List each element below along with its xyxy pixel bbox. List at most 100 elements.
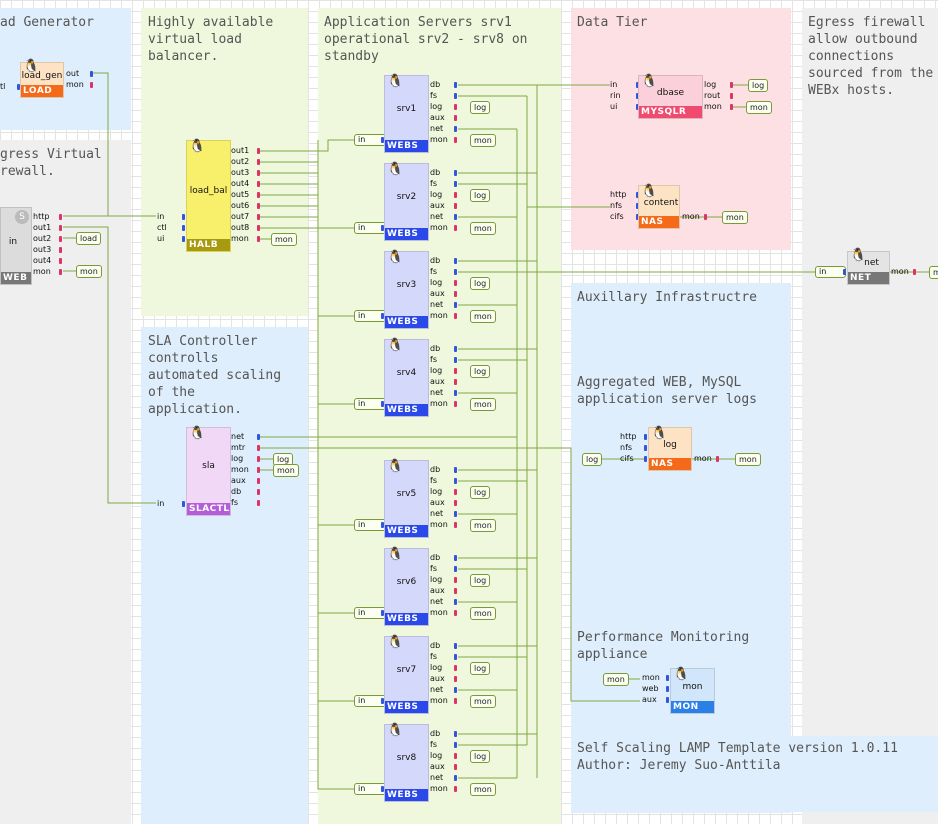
port-out[interactable]: log <box>430 751 443 760</box>
tag-mon[interactable]: mon <box>470 134 496 147</box>
port-in[interactable]: ctl <box>157 223 167 232</box>
port-out[interactable]: aux <box>430 113 445 122</box>
port-out[interactable]: db <box>430 465 441 474</box>
port-out[interactable]: fs <box>430 267 437 276</box>
port-in[interactable]: http <box>620 432 637 441</box>
tag-log[interactable]: log <box>470 574 491 587</box>
tag-log[interactable]: log <box>470 277 491 290</box>
node-sla[interactable]: in 🐧 sla SLACTL net mtr log mon aux db f… <box>153 427 273 516</box>
port-out[interactable]: out1 <box>33 223 52 232</box>
port-out[interactable]: db <box>430 168 441 177</box>
port-in[interactable]: in <box>157 212 165 221</box>
tag-mon[interactable]: mon <box>271 233 297 246</box>
port-out[interactable]: db <box>430 256 441 265</box>
port-out[interactable]: mon <box>430 311 448 320</box>
tag-mon[interactable]: mon <box>470 222 496 235</box>
tag-load[interactable]: load <box>76 232 102 245</box>
tag-mon[interactable]: mon <box>470 783 496 796</box>
port-out[interactable]: net <box>430 685 444 694</box>
node-net[interactable]: in 🐧 net NET mon m <box>815 249 938 285</box>
node-srv8[interactable]: in 🐧 srv8 WEBS db fs log aux net mon log… <box>354 724 496 802</box>
port-in[interactable]: cifs <box>620 454 634 463</box>
node-log[interactable]: http nfs cifs 🐧 log NAS mon <box>618 427 738 471</box>
port-out[interactable]: mon <box>891 267 909 276</box>
port-in[interactable]: in <box>157 499 165 508</box>
tag-mon[interactable]: mon <box>470 310 496 323</box>
port-out[interactable]: out2 <box>33 234 52 243</box>
tag-mon[interactable]: mon <box>273 464 299 477</box>
port-out[interactable]: db <box>430 641 441 650</box>
tag-log[interactable]: log <box>470 486 491 499</box>
tag-mon[interactable]: mon <box>746 101 772 114</box>
port-in[interactable]: cifs <box>610 212 624 221</box>
tag-log[interactable]: log <box>470 365 491 378</box>
port-in[interactable]: rin <box>610 91 621 100</box>
port-out[interactable]: log <box>704 80 717 89</box>
port-out[interactable]: out3 <box>33 245 52 254</box>
port-out[interactable]: aux <box>430 498 445 507</box>
node-srv1[interactable]: in 🐧 srv1 WEBS db fs log aux net mon log… <box>354 75 496 153</box>
tag-mon[interactable]: mon <box>470 398 496 411</box>
port-out[interactable]: mon <box>430 696 448 705</box>
port-out[interactable]: net <box>430 124 444 133</box>
port-out[interactable]: log <box>430 663 443 672</box>
port-out[interactable]: db <box>430 80 441 89</box>
port-out[interactable]: log <box>430 190 443 199</box>
tag-mon[interactable]: mon <box>470 519 496 532</box>
port-out[interactable]: out8 <box>231 223 250 232</box>
port-in[interactable]: in <box>610 80 618 89</box>
port-out[interactable]: aux <box>430 201 445 210</box>
port-out[interactable]: log <box>231 454 244 463</box>
port-out[interactable]: mon <box>430 784 448 793</box>
port-in[interactable]: tl <box>0 82 6 91</box>
port-in[interactable]: nfs <box>620 443 633 452</box>
tag-log[interactable]: log <box>582 453 603 466</box>
port-out[interactable]: net <box>231 432 245 441</box>
port-out[interactable]: out7 <box>231 212 250 221</box>
port-out[interactable]: log <box>430 102 443 111</box>
port-out[interactable]: fs <box>430 652 437 661</box>
port-out[interactable]: mon <box>682 212 700 221</box>
port-out[interactable]: out6 <box>231 201 250 210</box>
port-out[interactable]: mon <box>231 465 249 474</box>
port-in[interactable]: aux <box>642 695 657 704</box>
tag-mon[interactable]: m <box>929 266 938 279</box>
port-out[interactable]: fs <box>430 179 437 188</box>
port-out[interactable]: log <box>430 278 443 287</box>
node-srv4[interactable]: in 🐧 srv4 WEBS db fs log aux net mon log… <box>354 339 496 417</box>
port-out[interactable]: net <box>430 597 444 606</box>
node-srv2[interactable]: in 🐧 srv2 WEBS db fs log aux net mon log… <box>354 163 496 241</box>
port-out[interactable]: log <box>430 487 443 496</box>
tag-log[interactable]: log <box>470 750 491 763</box>
port-in[interactable]: web <box>642 684 659 693</box>
port-out[interactable]: out1 <box>231 146 250 155</box>
port-out[interactable]: db <box>430 344 441 353</box>
tag-mon[interactable]: mon <box>76 265 102 278</box>
port-out[interactable]: mon <box>33 267 51 276</box>
port-in[interactable]: ui <box>610 102 618 111</box>
port-out[interactable]: mon <box>66 80 84 89</box>
port-out[interactable]: mon <box>430 135 448 144</box>
node-srv5[interactable]: in 🐧 srv5 WEBS db fs log aux net mon log… <box>354 460 496 538</box>
tag-log[interactable]: log <box>470 101 491 114</box>
port-out[interactable]: net <box>430 388 444 397</box>
port-out[interactable]: fs <box>231 498 238 507</box>
port-in[interactable]: mon <box>642 673 660 682</box>
tag-log[interactable]: log <box>470 189 491 202</box>
port-out[interactable]: mon <box>231 234 249 243</box>
port-out[interactable]: mtr <box>231 443 246 452</box>
port-out[interactable]: net <box>430 773 444 782</box>
node-load-bal[interactable]: in ctl ui 🐧 load_bal HALB out1 out2 out3… <box>153 140 273 252</box>
tag-mon[interactable]: mon <box>722 211 748 224</box>
tag-mon[interactable]: mon <box>470 695 496 708</box>
tag-mon[interactable]: mon <box>735 453 761 466</box>
port-in[interactable]: ui <box>157 234 165 243</box>
port-out[interactable]: db <box>430 553 441 562</box>
port-out[interactable]: aux <box>430 674 445 683</box>
port-out[interactable]: rout <box>704 91 721 100</box>
node-ingress-web[interactable]: S in WEB http out1 out2 out3 out4 mon <box>0 207 66 285</box>
port-out[interactable]: db <box>231 487 242 496</box>
port-out[interactable]: mon <box>430 608 448 617</box>
tag-log[interactable]: log <box>470 662 491 675</box>
port-out[interactable]: mon <box>430 223 448 232</box>
